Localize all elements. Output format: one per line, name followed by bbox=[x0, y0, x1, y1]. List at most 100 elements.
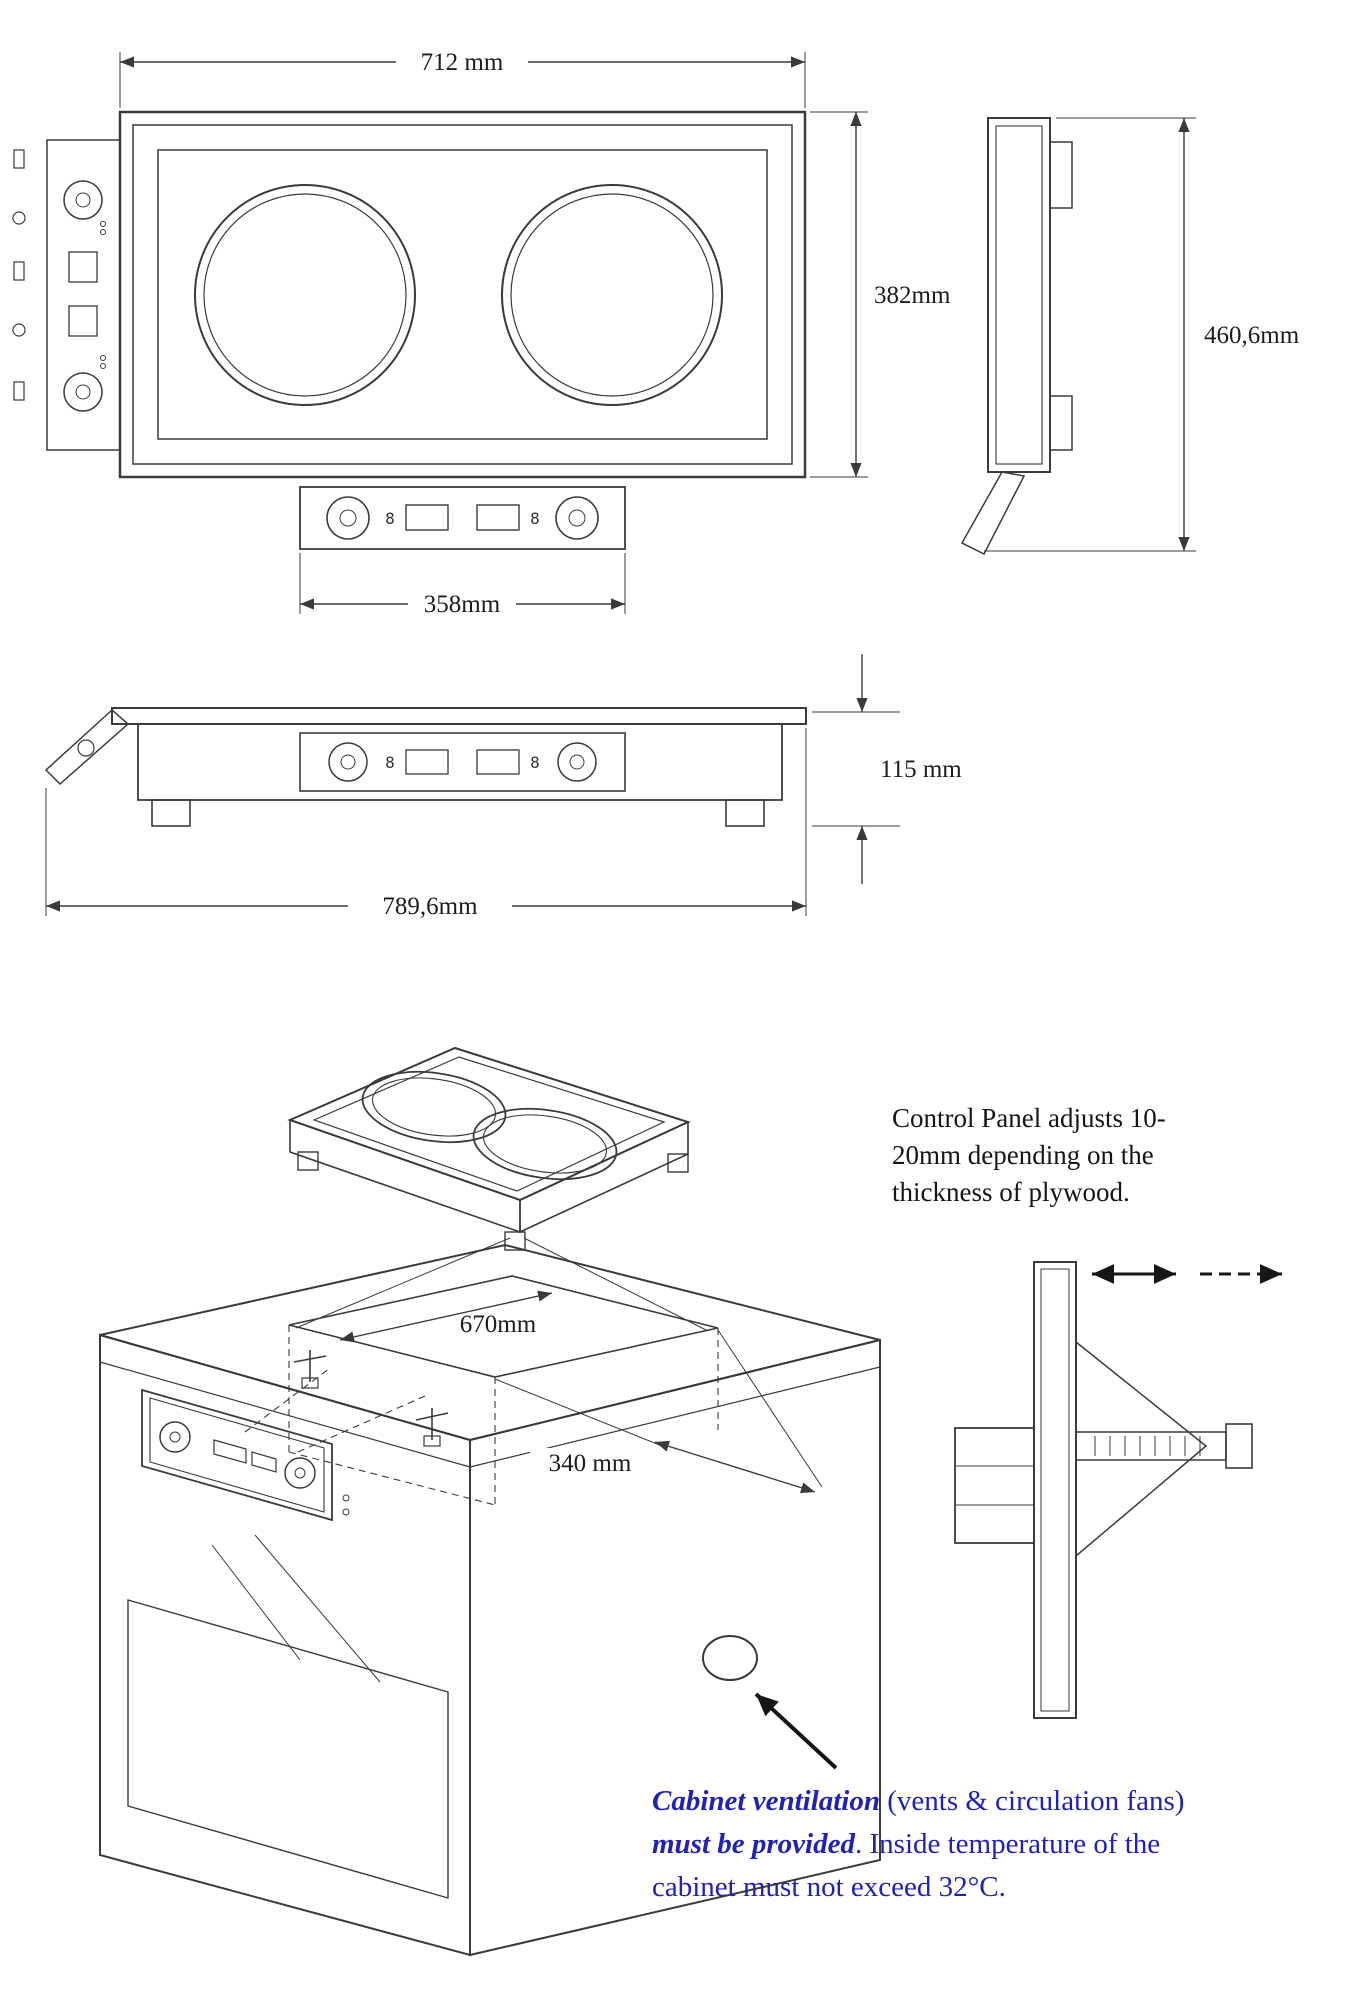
top-plan-view: 712 mm 382mm 8 8 358mm bbox=[12, 46, 951, 618]
leader-line bbox=[211, 1544, 301, 1661]
ventilation-note: Cabinet ventilation (vents & circulation… bbox=[652, 1780, 1345, 1909]
front-panel-body bbox=[299, 486, 626, 550]
screw-dot bbox=[100, 355, 106, 361]
side-control-panel bbox=[46, 139, 121, 451]
vent-note-rest2: . Inside temperature of the bbox=[855, 1828, 1161, 1860]
display-window bbox=[68, 251, 98, 283]
dim-label-382: 382mm bbox=[874, 282, 951, 309]
countertop-lip bbox=[111, 707, 807, 725]
knob-icon bbox=[326, 496, 370, 540]
dimension-top-width: 712 mm bbox=[119, 46, 806, 108]
knob-center-icon bbox=[169, 1431, 181, 1443]
burner-left-inner-ring bbox=[203, 193, 407, 397]
mounting-clamp-2 bbox=[415, 1408, 449, 1447]
margin-mark bbox=[13, 381, 25, 401]
display-window bbox=[405, 749, 449, 775]
control-note-line3: thickness of plywood. bbox=[892, 1177, 1130, 1207]
burner-right-inner-ring bbox=[510, 193, 714, 397]
panel-digit: 8 bbox=[385, 753, 395, 772]
cabinet-right-face bbox=[469, 1338, 881, 1957]
hob-top-face bbox=[287, 1046, 691, 1202]
mount-bracket-bottom bbox=[1049, 395, 1073, 451]
knob-center-icon bbox=[75, 192, 91, 208]
dimension-front-height: 115 mm bbox=[812, 654, 962, 884]
hob-foot bbox=[667, 1153, 689, 1173]
dimension-panel-width: 358mm bbox=[299, 553, 626, 618]
panel-inner bbox=[149, 1397, 325, 1513]
margin-mark bbox=[12, 211, 26, 225]
vent-note-line3: cabinet must not exceed 32°C. bbox=[652, 1871, 1006, 1903]
panel-locator-line bbox=[244, 1367, 331, 1433]
dimension-front-width: 789,6mm bbox=[45, 728, 807, 920]
control-note-line2: 20mm depending on the bbox=[892, 1140, 1154, 1170]
dim-label-789: 789,6mm bbox=[382, 893, 478, 920]
counter-edge-front bbox=[99, 1361, 471, 1468]
foot-right bbox=[725, 799, 765, 827]
hob-foot bbox=[297, 1151, 319, 1171]
hob-outer-frame bbox=[118, 110, 807, 479]
knob-icon bbox=[328, 742, 368, 782]
knob-icon bbox=[63, 372, 103, 412]
screw-dot bbox=[100, 363, 106, 369]
knob-center-icon bbox=[569, 754, 585, 770]
burner-left bbox=[194, 184, 416, 406]
isometric-hob bbox=[287, 1046, 709, 1332]
left-margin-marks bbox=[12, 149, 26, 401]
display-window bbox=[213, 1439, 247, 1464]
side-view-plate bbox=[987, 117, 1051, 473]
display-window bbox=[251, 1451, 277, 1473]
dimension-side-height: 460,6mm bbox=[984, 117, 1300, 552]
ventilation-hole bbox=[702, 1635, 758, 1681]
dim-label-358: 358mm bbox=[424, 591, 501, 618]
hob-inner-frame bbox=[132, 124, 793, 465]
hob-glass-surface bbox=[157, 149, 768, 440]
control-panel-note: Control Panel adjusts 10- 20mm depending… bbox=[892, 1100, 1232, 1211]
dim-label-460: 460,6mm bbox=[1204, 322, 1300, 349]
projection-line bbox=[295, 1237, 511, 1329]
panel-digit: 8 bbox=[530, 509, 540, 528]
margin-mark bbox=[13, 261, 25, 281]
front-view-control-panel: 8 8 bbox=[299, 732, 626, 792]
leader-line bbox=[254, 1534, 381, 1683]
flap-knob-icon bbox=[77, 739, 95, 757]
mounting-clamp-1 bbox=[293, 1350, 327, 1389]
panel-mounting-detail bbox=[954, 1261, 1282, 1719]
mount-bracket-top bbox=[1049, 141, 1073, 209]
display-window bbox=[68, 305, 98, 337]
display-window bbox=[476, 749, 520, 775]
side-panel-body bbox=[46, 139, 121, 451]
cabinet-door-outline bbox=[127, 1599, 449, 1899]
screw-dot bbox=[100, 221, 106, 227]
dim-label-115: 115 mm bbox=[880, 756, 962, 783]
margin-mark bbox=[12, 323, 26, 337]
panel-outer bbox=[141, 1388, 333, 1522]
dim-label-340: 340 mm bbox=[549, 1450, 632, 1477]
dim-label-670: 670mm bbox=[460, 1311, 537, 1338]
margin-mark bbox=[13, 149, 25, 169]
screw-dot bbox=[100, 229, 106, 235]
iso-burner-right bbox=[472, 1107, 618, 1181]
vent-note-bold1: Cabinet ventilation bbox=[652, 1785, 880, 1817]
knob-icon bbox=[555, 496, 599, 540]
hob-skirt-right bbox=[519, 1120, 689, 1234]
panel-digit: 8 bbox=[530, 753, 540, 772]
screw-dot bbox=[342, 1508, 350, 1516]
knob-icon bbox=[159, 1421, 191, 1453]
dimension-top-height: 382mm bbox=[810, 111, 951, 478]
panel-digit: 8 bbox=[385, 509, 395, 528]
hob-body bbox=[137, 723, 783, 801]
knob-center-icon bbox=[568, 509, 586, 527]
knob-center-icon bbox=[75, 384, 91, 400]
control-note-line1: Control Panel adjusts 10- bbox=[892, 1103, 1166, 1133]
cabinet: 670mm 340 mm bbox=[99, 1243, 881, 1957]
front-control-panel: 8 8 bbox=[299, 486, 626, 550]
side-view-plate-inner bbox=[995, 125, 1043, 465]
dim-label-712: 712 mm bbox=[421, 49, 504, 76]
vent-note-rest1: (vents & circulation fans) bbox=[880, 1785, 1185, 1817]
ventilation-arrow bbox=[754, 1692, 838, 1770]
burner-right bbox=[501, 184, 723, 406]
side-view: 460,6mm bbox=[960, 117, 1300, 556]
knob-icon bbox=[63, 180, 103, 220]
